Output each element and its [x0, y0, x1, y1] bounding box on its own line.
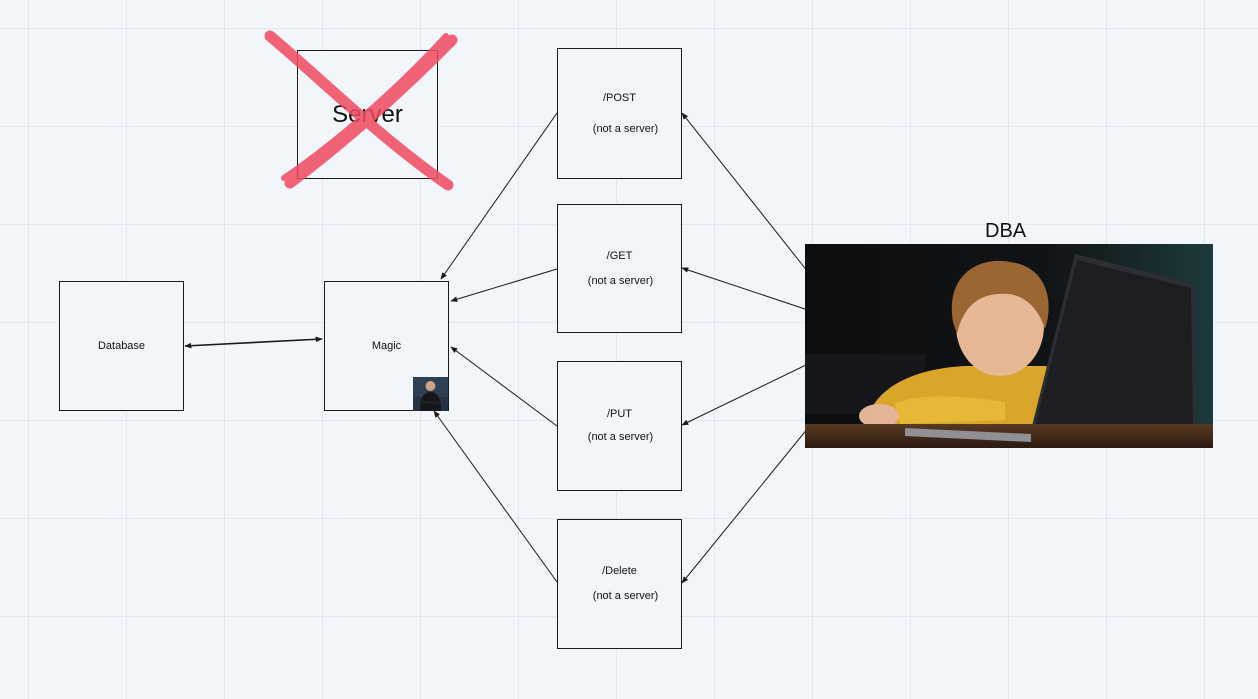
post-node[interactable]: /POST (not a server) — [557, 48, 682, 179]
edge-put-magic — [450, 346, 558, 427]
get-note: (not a server) — [587, 274, 654, 287]
edge-post-magic — [440, 112, 558, 280]
post-note: (not a server) — [592, 122, 659, 135]
dba-title: DBA — [985, 220, 1027, 242]
edge-db-magic — [184, 336, 323, 349]
delete-note: (not a server) — [592, 590, 659, 602]
crossed-out-x-icon — [264, 30, 458, 191]
put-note: (not a server) — [587, 431, 654, 443]
database-label: Database — [97, 339, 146, 352]
delete-node[interactable]: /Delete (not a server) — [557, 519, 682, 649]
child-at-laptop-photo — [805, 244, 1213, 448]
edge-dba-put — [681, 363, 809, 426]
edge-dba-delete — [681, 427, 809, 584]
edge-dba-post — [681, 112, 809, 273]
put-node[interactable]: /PUT (not a server) — [557, 361, 682, 491]
edge-get-magic — [450, 268, 558, 302]
magic-label: Magic — [371, 339, 402, 352]
delete-label: /Delete — [602, 565, 637, 577]
edge-delete-magic — [433, 410, 558, 583]
edge-dba-get — [681, 267, 809, 311]
post-label: /POST — [602, 91, 636, 104]
database-node[interactable]: Database — [59, 281, 184, 411]
put-label: /PUT — [606, 408, 633, 420]
presenter-avatar-icon — [413, 377, 448, 411]
get-label: /GET — [606, 249, 633, 262]
get-node[interactable]: /GET (not a server) — [557, 204, 682, 333]
